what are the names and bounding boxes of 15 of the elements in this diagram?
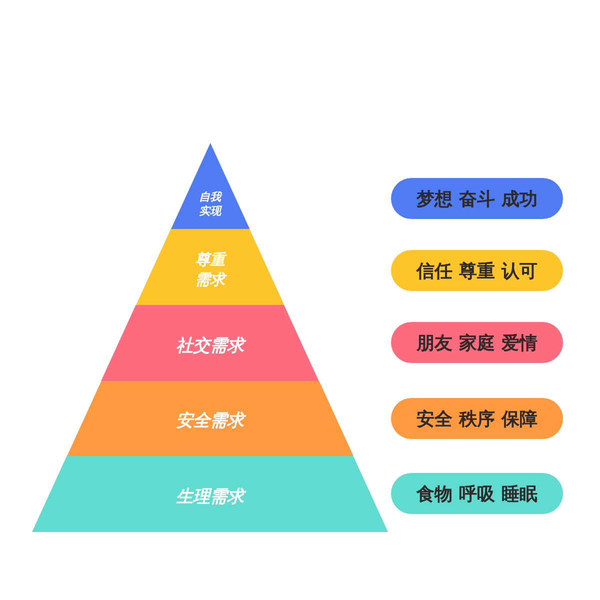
pyramid-tier [32,456,388,532]
tier-label: 尊重需求 [194,250,228,290]
tier-label: 生理需求 [176,486,244,508]
tier-label: 安全需求 [176,410,244,432]
keywords-pill: 安全 秩序 保障 [391,398,563,439]
pyramid-tier [136,229,284,305]
keywords-pill: 信任 尊重 认可 [391,250,563,291]
pyramid-tier [101,305,319,381]
pyramid-tier [66,381,354,456]
tier-label: 社交需求 [176,334,244,358]
tier-label: 自我实现 [198,190,223,220]
keywords-pill: 朋友 家庭 爱情 [391,322,563,363]
keywords-pill: 梦想 奋斗 成功 [391,178,563,219]
keywords-pill: 食物 呼吸 睡眠 [391,473,563,514]
pyramid-tier [170,143,250,229]
